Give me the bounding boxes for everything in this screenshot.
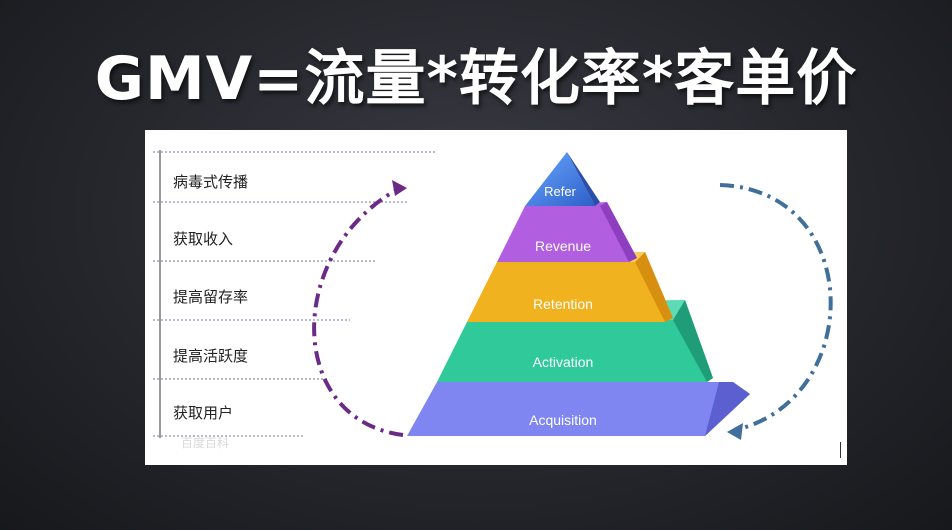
stage-label-activation: 提高活跃度: [173, 347, 249, 365]
feedback-arrow-left: [312, 186, 404, 437]
stage-label-revenue: 获取收入: [173, 230, 234, 248]
stage-label-acquisition: 获取用户: [173, 404, 234, 422]
layer-revenue: Revenue: [497, 202, 637, 262]
layer-acquisition: Acquisition: [407, 382, 750, 436]
layer-label-acquisition: Acquisition: [529, 412, 597, 428]
stage-label-viral: 病毒式传播: [173, 173, 249, 191]
layer-refer: Refer: [525, 152, 600, 206]
stage-label-retention: 提高留存率: [173, 288, 249, 306]
layer-label-refer: Refer: [544, 184, 576, 199]
layer-label-activation: Activation: [533, 354, 594, 370]
stage-ruler: [153, 150, 435, 438]
layer-label-revenue: Revenue: [535, 238, 591, 254]
headline-formula: GMV=流量*转化率*客单价: [94, 44, 858, 114]
arrow-head-left-icon: [392, 180, 407, 196]
arrow-head-right-icon: [727, 423, 743, 440]
layer-label-retention: Retention: [533, 296, 593, 312]
text-cursor: [840, 442, 841, 458]
aarrr-diagram: Acquisition Activation Retention Revenue…: [153, 150, 833, 440]
aarrr-diagram-panel: Acquisition Activation Retention Revenue…: [145, 130, 847, 465]
feedback-arrow-right: [719, 183, 833, 432]
watermark: 百度百科: [181, 436, 230, 450]
